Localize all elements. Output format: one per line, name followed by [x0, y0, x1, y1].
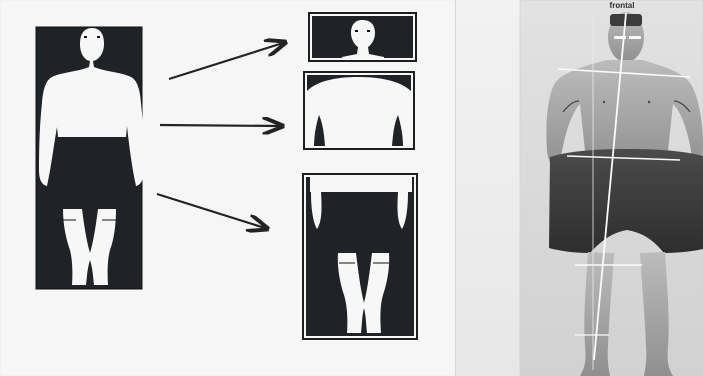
photo-eye-mask-right	[629, 36, 641, 39]
full-body-eye-left	[84, 36, 87, 38]
arrow-to-torso	[160, 125, 280, 126]
torso-crop	[304, 72, 414, 149]
head-crop-eye-left	[355, 30, 358, 32]
frontal-photo	[520, 0, 703, 376]
photo-nipple-left	[603, 101, 605, 103]
arrow-to-head	[169, 43, 283, 79]
photo-nipple-right	[648, 101, 650, 103]
full-body-eye-right	[97, 36, 100, 38]
legs-crop-waist-shape	[310, 177, 412, 192]
arrow-to-legs	[157, 194, 265, 228]
frontal-label: frontal	[597, 2, 647, 10]
head-crop-eye-right	[367, 30, 370, 32]
full-body-silhouette	[36, 27, 144, 289]
head-crop	[309, 13, 416, 61]
legs-crop	[303, 174, 417, 339]
